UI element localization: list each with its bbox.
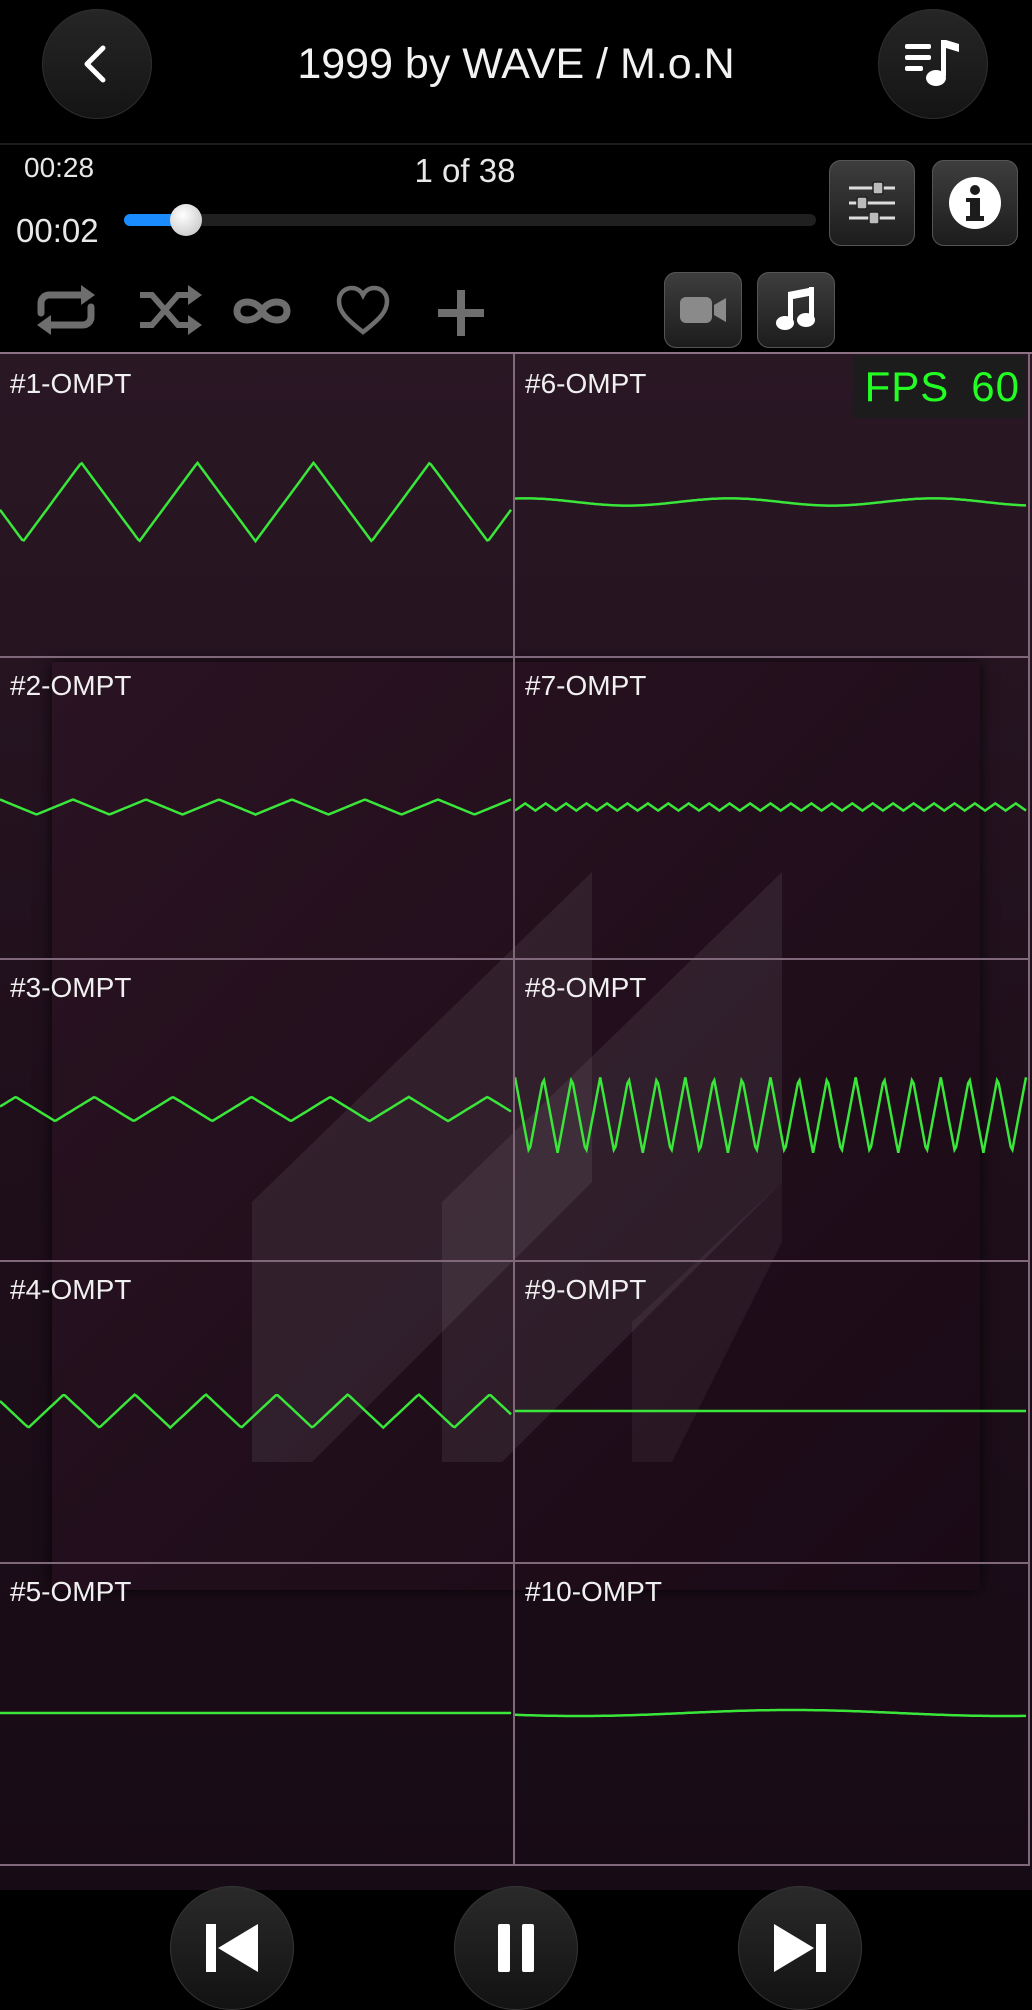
channel-label: #1-OMPT (10, 368, 132, 399)
channel-cell-3: #3-OMPT (0, 958, 515, 1262)
channel-label: #3-OMPT (10, 972, 132, 1003)
video-camera-icon (680, 297, 726, 323)
shuffle-button[interactable] (134, 280, 206, 340)
channel-label: #5-OMPT (10, 1576, 132, 1607)
channel-1-waveform (0, 460, 513, 544)
channel-cell-10: #10-OMPT (515, 1562, 1030, 1866)
channel-label: #8-OMPT (525, 972, 647, 1003)
channel-9-waveform (515, 1409, 1026, 1413)
channel-cell-8: #8-OMPT (515, 958, 1030, 1262)
video-mode-button[interactable] (664, 272, 742, 348)
page-title: 1999 by WAVE / M.o.N (297, 40, 735, 88)
skip-next-icon (774, 1924, 826, 1972)
repeat-icon (37, 285, 95, 335)
channel-4-waveform (0, 1393, 512, 1430)
header-divider (0, 143, 1032, 145)
back-button[interactable] (42, 9, 152, 119)
channel-2-waveform (0, 798, 512, 816)
progress-slider[interactable] (124, 204, 816, 236)
heart-icon (336, 285, 390, 335)
channel-10-waveform (515, 1708, 1026, 1718)
channel-label: #6-OMPT (525, 368, 647, 399)
channel-cell-6: #6-OMPT (515, 354, 1030, 658)
channel-3-waveform (0, 1095, 512, 1123)
channel-cell-5: #5-OMPT (0, 1562, 515, 1866)
playlist-button[interactable] (878, 9, 988, 119)
channel-6-waveform (515, 497, 1026, 507)
fps-label: FPS (864, 363, 950, 410)
previous-button[interactable] (170, 1886, 294, 2010)
channel-label: #4-OMPT (10, 1274, 132, 1305)
repeat-button[interactable] (30, 280, 102, 340)
sliders-icon (849, 181, 895, 225)
channel-5-waveform (0, 1711, 511, 1715)
skip-previous-icon (206, 1924, 258, 1972)
channel-cell-9: #9-OMPT (515, 1260, 1030, 1564)
playlist-music-icon (905, 40, 959, 86)
channel-label: #7-OMPT (525, 670, 647, 701)
total-time: 00:28 (24, 152, 95, 183)
music-mode-button[interactable] (757, 272, 835, 348)
channel-cell-2: #2-OMPT (0, 656, 515, 960)
channel-8-waveform (515, 1076, 1028, 1154)
channel-label: #9-OMPT (525, 1274, 647, 1305)
channel-cell-7: #7-OMPT (515, 656, 1030, 960)
fps-counter: FPS 60 (852, 356, 1026, 418)
oscilloscope-grid: MODIZER #1-OMPT #2-OMPT #3-OMPT #4-OMPT … (0, 352, 1032, 1892)
channel-label: #10-OMPT (525, 1576, 662, 1607)
header-bar: 1999 by WAVE / M.o.N (0, 0, 1032, 142)
infinity-icon (233, 298, 291, 324)
channel-cell-1: #1-OMPT (0, 354, 515, 658)
next-button[interactable] (738, 1886, 862, 2010)
progress-knob[interactable] (170, 204, 203, 236)
channel-7-waveform (515, 801, 1027, 813)
shuffle-icon (140, 285, 202, 335)
pause-button[interactable] (454, 1886, 578, 2010)
info-button[interactable] (932, 160, 1018, 246)
loop-button[interactable] (226, 284, 298, 338)
chevron-left-icon (84, 45, 106, 83)
fps-value: 60 (971, 363, 1020, 410)
favorite-button[interactable] (332, 282, 394, 340)
pause-icon (498, 1924, 534, 1972)
plus-icon (438, 290, 484, 336)
elapsed-time: 00:02 (16, 212, 99, 249)
music-note-icon (776, 287, 815, 330)
channel-label: #2-OMPT (10, 670, 132, 701)
channel-cell-4: #4-OMPT (0, 1260, 515, 1564)
equalizer-button[interactable] (829, 160, 915, 246)
track-position: 1 of 38 (414, 152, 516, 189)
info-icon (949, 177, 1001, 229)
add-button[interactable] (432, 284, 490, 342)
